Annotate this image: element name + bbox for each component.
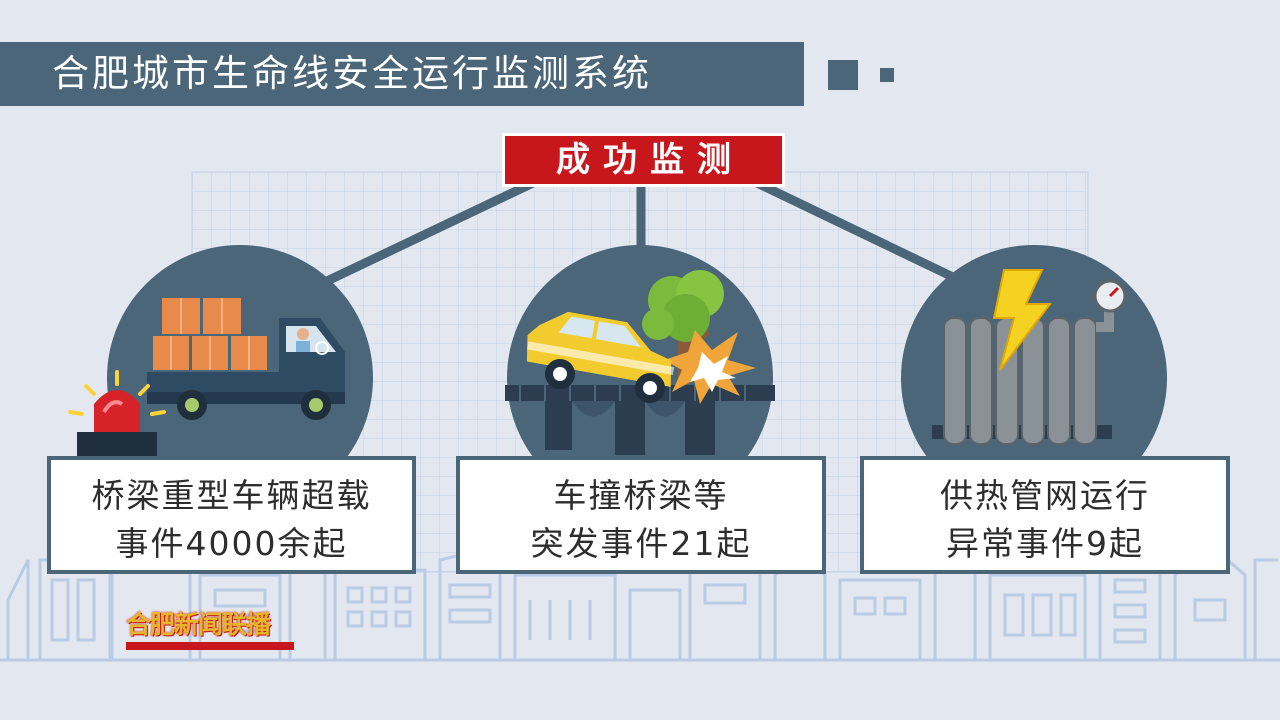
panel-label-heating-line1: 供热管网运行 bbox=[940, 476, 1150, 515]
news-logo: 合肥新闻联播 bbox=[126, 610, 271, 639]
car-crash-icon bbox=[505, 270, 775, 455]
panel-label-crash-line2: 突发事件21起 bbox=[530, 524, 752, 563]
panel-label-heating-line2: 异常事件9起 bbox=[946, 524, 1144, 563]
news-logo-underline bbox=[126, 642, 294, 650]
page-title: 合肥城市生命线安全运行监测系统 bbox=[52, 52, 652, 95]
panel-label-crash-line1: 车撞桥梁等 bbox=[553, 476, 729, 515]
overloaded-truck-icon bbox=[147, 298, 345, 420]
result-badge-label: 成功监测 bbox=[556, 140, 744, 180]
panel-label-truck-line1: 桥梁重型车辆超载 bbox=[91, 476, 372, 515]
heating-radiator-icon bbox=[932, 269, 1127, 445]
result-badge bbox=[502, 133, 785, 187]
title-decoration-small-square bbox=[880, 68, 894, 82]
title-decoration-square bbox=[828, 60, 858, 90]
alarm-siren-icon bbox=[68, 370, 166, 460]
panel-label-truck bbox=[47, 456, 416, 574]
title-bar bbox=[0, 42, 804, 106]
panel-label-truck-line2: 事件4000余起 bbox=[115, 524, 348, 563]
panel-label-crash bbox=[456, 456, 826, 574]
panel-label-heating bbox=[860, 456, 1230, 574]
